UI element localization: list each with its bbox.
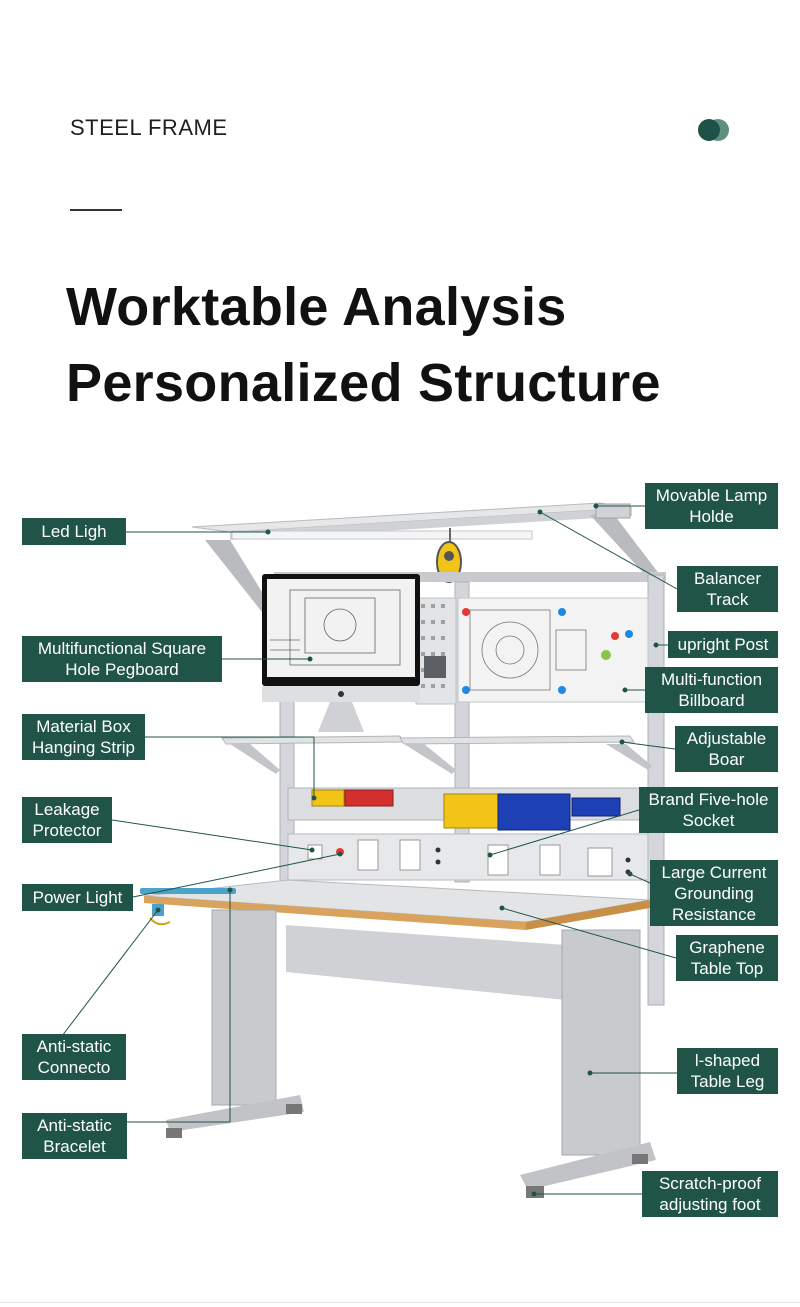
socket-switch (587, 847, 613, 877)
label-upright-post: upright Post (668, 631, 778, 658)
leg-right (561, 929, 641, 1156)
modesty-panel (286, 925, 566, 1000)
label-adjustable-board: Adjustable Boar (675, 726, 778, 772)
label-scratch-proof-foot: Scratch-proof adjusting foot (642, 1171, 778, 1217)
balancer-center (444, 551, 454, 561)
pegboard-holder (424, 656, 446, 678)
label-balancer-track: Balancer Track (677, 566, 778, 612)
monitor-drawing (270, 589, 401, 666)
magnet-4 (625, 630, 633, 638)
headline-line-1: Worktable Analysis (66, 277, 567, 337)
box-red (344, 789, 394, 807)
monitor-screen (267, 579, 415, 677)
label-led-light: Led Ligh (22, 518, 126, 545)
socket-1 (357, 839, 379, 871)
label-large-current-grounding: Large Current Grounding Resistance (650, 860, 778, 926)
foot-pad-left-1 (166, 1128, 182, 1138)
magnet-3 (611, 632, 619, 640)
lamp-holder-block (595, 503, 631, 519)
shelf-bracket-mid (404, 744, 456, 774)
box-yellow-large (443, 793, 501, 829)
leg-left (211, 909, 277, 1106)
foot-right (520, 1142, 656, 1190)
label-anti-static-bracelet: Anti-static Bracelet (22, 1113, 127, 1159)
monitor-stand (318, 702, 364, 732)
magnet-2 (558, 608, 566, 616)
eyebrow-label: STEEL FRAME (70, 115, 228, 140)
label-billboard: Multi-function Billboard (645, 667, 778, 713)
table-edge-front (144, 896, 526, 930)
leader-lines (61, 505, 678, 1195)
anti-static-mat-strip (140, 888, 236, 894)
magnet-7 (558, 686, 566, 694)
billboard-drawing (469, 609, 587, 691)
led-light-bar (231, 530, 533, 540)
label-material-box-strip: Material Box Hanging Strip (22, 714, 145, 760)
label-anti-static-connector: Anti-static Connecto (22, 1034, 126, 1080)
label-pegboard: Multifunctional Square Hole Pegboard (22, 636, 222, 682)
socket-4 (539, 844, 561, 876)
label-movable-lamp-holder: Movable Lamp Holde (645, 483, 778, 529)
label-graphene-table-top: Graphene Table Top (676, 935, 778, 981)
pegboard-panel (415, 597, 457, 705)
billboard-panel (457, 597, 649, 703)
magnet-5 (601, 650, 611, 660)
leakage-switch (307, 844, 323, 860)
magnet-6 (462, 686, 470, 694)
label-l-shaped-table-leg: l-shaped Table Leg (677, 1048, 778, 1094)
label-power-light: Power Light (22, 884, 133, 911)
leader-dots (155, 503, 659, 1197)
box-blue-small (571, 797, 621, 817)
headline-line-2: Personalized Structure (66, 353, 661, 413)
apple-logo (338, 691, 344, 697)
socket-3 (487, 844, 509, 876)
label-socket: Brand Five-hole Socket (639, 787, 778, 833)
foot-pad-right-2 (632, 1154, 648, 1164)
decorative-dots (698, 119, 732, 143)
label-leakage-protector: Leakage Protector (22, 797, 112, 843)
dot-dark (698, 119, 720, 141)
bottom-divider (0, 1302, 800, 1303)
table-edge-side (526, 900, 650, 930)
foot-left (166, 1095, 304, 1132)
shelf-bracket-right (606, 744, 652, 770)
bracelet-cord (149, 917, 171, 926)
magnet-1 (462, 608, 470, 616)
box-blue-large (497, 793, 571, 831)
foot-pad-left-2 (286, 1104, 302, 1114)
shelf-right (399, 735, 635, 745)
divider (70, 209, 122, 211)
lamp-arm-right (590, 512, 660, 580)
lamp-arm-left (205, 540, 270, 612)
frame-top-rail (274, 572, 666, 582)
shelf-bracket-left (230, 744, 280, 774)
box-yellow-small (311, 789, 345, 807)
socket-2 (399, 839, 421, 871)
